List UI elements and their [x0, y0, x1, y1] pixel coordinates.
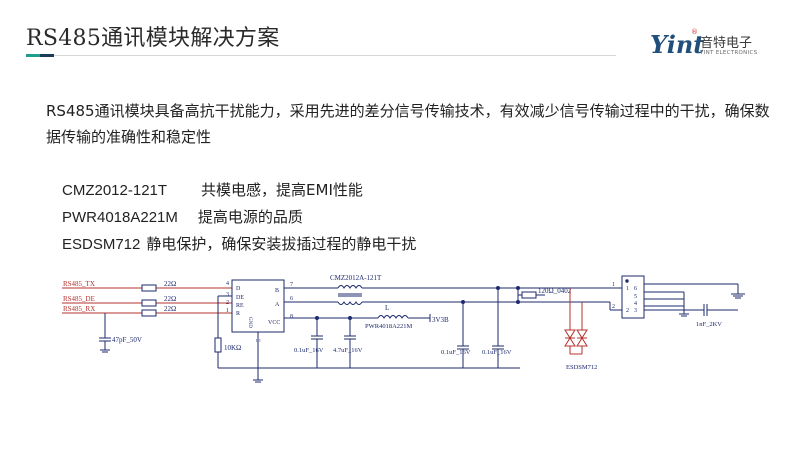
page-title: RS485通讯模块解决方案: [26, 26, 280, 51]
ic-body: [231, 279, 285, 333]
termination-value: 120Ω_0402: [538, 287, 572, 295]
cmc-label: CMZ2012A-121T: [330, 274, 382, 282]
differential-path: CMZ2012A-121T 120Ω_0402 0.1uF_16V 0.1uF_…: [284, 274, 610, 368]
resistor-termination: [521, 291, 537, 299]
ic-pin-number: 2: [226, 300, 229, 306]
transceiver-ic: D DE RE R B A VCC GND 4 3 2 1 7 6 8 U1 1…: [214, 279, 520, 383]
esd-diode-icon: [564, 337, 576, 347]
bus-connector: 1 2 6 5 4 3 1 2 1nF_2KV: [609, 275, 745, 328]
part-number: CMZ2012-121T: [62, 182, 168, 199]
esd-diode-icon: [564, 329, 576, 339]
brand-logo: Yint ® 音特电子 YINT ELECTRONICS: [650, 28, 780, 60]
cmc-coil-bottom: [337, 301, 363, 305]
ic-pin-name: B: [275, 288, 279, 294]
logo-mark: Yint: [650, 30, 705, 59]
inductor-label: PWR4018A221M: [365, 323, 413, 330]
ic-pin-number: 1: [226, 308, 229, 314]
connector-pin: 6: [634, 286, 637, 292]
connector-pin: 2: [612, 304, 615, 310]
component-list: CMZ2012-121T 共模电感，提高EMI性能 PWR4018A221M 提高电…: [62, 179, 416, 260]
title-underline: [26, 54, 616, 57]
logo-company-name-en: YINT ELECTRONICS: [700, 50, 758, 56]
resistor-pulldown: [214, 337, 222, 353]
resistor-tx: [141, 284, 157, 292]
ic-pin-number: 8: [290, 314, 293, 320]
connector-pin1-marker: [625, 279, 629, 283]
capacitor-value: 4.7uF_16V: [333, 347, 363, 354]
part-number: PWR4018A221M: [62, 209, 178, 226]
esd-diode-icon: [576, 337, 588, 347]
capacitor-in-value: 47pF_50V: [112, 336, 142, 344]
part-description: 静电保护，确保安装拔插过程的静电干扰: [146, 235, 417, 253]
signal-inputs: RS485_TX RS485_DE RS485_RX 22Ω 22Ω 22Ω 4…: [62, 280, 232, 353]
ic-pin-number: 3: [226, 292, 229, 298]
ic-pin-number: 7: [290, 282, 293, 288]
ic-pin-name: GND: [247, 317, 252, 328]
connector-cap-value: 1nF_2KV: [696, 321, 722, 328]
ic-pin-name: DE: [236, 295, 244, 301]
resistor-de: [141, 299, 157, 307]
resistor-value: 22Ω: [164, 305, 176, 313]
ic-pin-name: VCC: [268, 320, 280, 326]
logo-company-name: 音特电子: [700, 36, 753, 51]
resistor-value: 22Ω: [164, 280, 176, 288]
rs485-schematic: RS485_TX RS485_DE RS485_RX 22Ω 22Ω 22Ω 4…: [62, 274, 745, 383]
connector-body: [621, 275, 645, 319]
signal-label-rx: RS485_RX: [63, 305, 95, 313]
title-underline-accent: [26, 54, 40, 57]
title-underline-line: [54, 55, 616, 56]
list-item: CMZ2012-121T 共模电感，提高EMI性能: [62, 179, 416, 206]
cmc-coil-top: [337, 285, 363, 289]
part-number: ESDSM712: [62, 236, 141, 253]
connector-pin: 3: [634, 308, 637, 314]
connector-pin: 2: [626, 308, 629, 314]
supply-path: L PWR4018A221M 3V3B 0.1uF_16V 4.7uF_16V: [284, 304, 449, 368]
connector-pin: 4: [634, 301, 637, 307]
esd-protection: ESDSM712: [564, 288, 597, 371]
capacitor-value: 0.1uF_16V: [441, 349, 471, 356]
connector-pin: 1: [612, 282, 615, 288]
inductor-coil: [377, 315, 409, 319]
connector-pin: 1: [626, 286, 629, 292]
logo-registered-mark: ®: [691, 28, 698, 36]
connector-pin: 5: [634, 294, 637, 300]
esd-diode-icon: [576, 329, 588, 339]
ic-pin-number: 6: [290, 296, 293, 302]
signal-label-tx: RS485_TX: [63, 280, 95, 288]
intro-paragraph: RS485通讯模块具备高抗干扰能力，采用先进的差分信号传输技术，有效减少信号传输…: [46, 102, 770, 146]
list-item: PWR4018A221M 提高电源的品质: [62, 206, 416, 233]
signal-label-de: RS485_DE: [63, 295, 95, 303]
list-item: ESDSM712 静电保护，确保安装拔插过程的静电干扰: [62, 233, 416, 260]
inductor-ref: L: [385, 304, 389, 312]
resistor-value: 22Ω: [164, 295, 176, 303]
capacitor-value: 0.1uF_16V: [482, 349, 512, 356]
esd-label: ESDSM712: [566, 364, 597, 371]
pulldown-value: 10KΩ: [224, 344, 241, 352]
title-underline-accent-dark: [40, 54, 54, 57]
ic-pin-name: RE: [236, 303, 244, 309]
part-description: 共模电感，提高EMI性能: [201, 181, 363, 199]
ic-pin-name: A: [275, 302, 280, 308]
ic-pin-name: D: [236, 286, 241, 292]
part-description: 提高电源的品质: [197, 208, 303, 226]
ic-pin-name: R: [236, 311, 240, 317]
ic-pin-number: 4: [226, 281, 229, 287]
resistor-rx: [141, 309, 157, 317]
supply-label: 3V3B: [432, 316, 449, 324]
capacitor-value: 0.1uF_16V: [294, 347, 324, 354]
